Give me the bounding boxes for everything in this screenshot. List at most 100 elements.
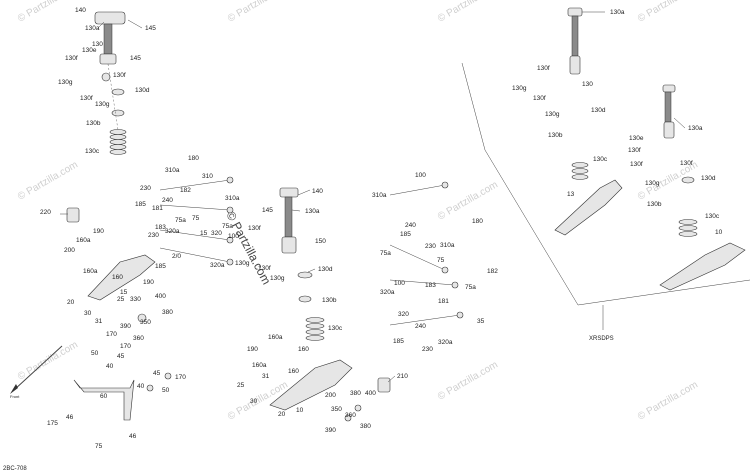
diagram-code: 2BC-708 xyxy=(3,466,27,472)
callout-label: 145 xyxy=(145,25,156,32)
callout-label: 320a xyxy=(165,228,180,235)
callout-label: 210 xyxy=(397,373,408,380)
callout-label: 145 xyxy=(130,55,141,62)
callout-label: 160a xyxy=(268,334,283,341)
callout-label: 130b xyxy=(86,120,101,127)
callout-label: 75 xyxy=(95,443,103,450)
callout-label: 320a xyxy=(210,262,225,269)
callout-label: 170 xyxy=(120,343,131,350)
callout-label: 170 xyxy=(106,331,117,338)
callout-label: 50 xyxy=(91,350,99,357)
callout-label: 46 xyxy=(66,414,74,421)
callout-label: 100 xyxy=(415,172,426,179)
callout-label: 130f xyxy=(680,160,693,167)
callout-label: 30 xyxy=(84,310,92,317)
callout-label: 230 xyxy=(422,346,433,353)
callout-label: 181 xyxy=(438,298,449,305)
callout-label: 130a xyxy=(305,208,320,215)
callout-label: 160 xyxy=(298,346,309,353)
callout-label: 50 xyxy=(162,387,170,394)
callout-label: 130f xyxy=(537,65,550,72)
callout-label: 130b xyxy=(322,297,337,304)
callout-label: 175 xyxy=(47,420,58,427)
callout-label: 182 xyxy=(180,187,191,194)
callout-label: 310a xyxy=(440,242,455,249)
callout-label: 140 xyxy=(75,7,86,14)
callout-label: 182 xyxy=(487,268,498,275)
callout-label: 390 xyxy=(120,323,131,330)
callout-label: 40 xyxy=(106,363,114,370)
callout-label: 360 xyxy=(345,412,356,419)
spring xyxy=(678,219,698,237)
shock-assembly-top-left xyxy=(94,11,127,155)
front-label: Front xyxy=(10,394,20,399)
callout-label: 130 xyxy=(582,81,593,88)
callout-label: 190 xyxy=(247,346,258,353)
spring xyxy=(305,317,325,341)
callout-label: 15 xyxy=(120,289,128,296)
callout-label: 130g xyxy=(545,111,560,118)
watermark-center: © Partzilla.com xyxy=(223,209,273,287)
suspension-center-right xyxy=(389,181,464,326)
callout-label: 130b xyxy=(647,201,662,208)
callout-label: 320 xyxy=(398,311,409,318)
callout-label: 240 xyxy=(162,197,173,204)
callout-label: 75a xyxy=(175,217,186,224)
callout-label: 310a xyxy=(225,195,240,202)
front-arrow: Front xyxy=(10,345,63,399)
callout-label: 130g xyxy=(270,275,285,282)
callout-label: 130f xyxy=(248,225,261,232)
callout-labels: 140 130a 145 130 130e 145 130f 130f 130g… xyxy=(40,7,723,450)
callout-label: 31 xyxy=(95,318,103,325)
callout-label: 46 xyxy=(129,433,137,440)
callout-label: 20 xyxy=(67,299,75,306)
callout-label: 140 xyxy=(312,188,323,195)
callout-label: 240 xyxy=(415,323,426,330)
spring xyxy=(571,162,589,180)
callout-label: 390 xyxy=(325,427,336,434)
callout-label: 130g xyxy=(645,180,660,187)
callout-label: 360 xyxy=(133,335,144,342)
watermark: © Partzilla.com xyxy=(436,359,500,402)
callout-label: 75a xyxy=(380,250,391,257)
callout-label: 130c xyxy=(85,148,100,155)
watermark: © Partzilla.com xyxy=(436,0,500,25)
callout-label: 200 xyxy=(325,392,336,399)
callout-label: 130g xyxy=(235,260,250,267)
callout-label: 320a xyxy=(438,339,453,346)
callout-label: 160 xyxy=(288,368,299,375)
callout-label: 30 xyxy=(250,398,258,405)
callout-label: 190 xyxy=(93,228,104,235)
callout-label: 230 xyxy=(148,232,159,239)
callout-label: 15 xyxy=(200,230,208,237)
callout-label: 2/0 xyxy=(172,253,181,260)
shock-assembly-center xyxy=(279,187,325,341)
callout-label: 130f xyxy=(630,161,643,168)
callout-label: 31 xyxy=(262,373,270,380)
callout-label: 145 xyxy=(262,207,273,214)
callout-label: 350 xyxy=(331,406,342,413)
suspension-left xyxy=(66,176,234,421)
callout-label: 130d xyxy=(701,175,716,182)
callout-label: 130b xyxy=(548,132,563,139)
callout-label: 130g xyxy=(58,79,73,86)
callout-label: 20 xyxy=(278,411,286,418)
callout-label: 40 xyxy=(137,383,145,390)
callout-label: 183 xyxy=(425,282,436,289)
callout-label: 230 xyxy=(425,243,436,250)
leader-lines xyxy=(60,11,686,383)
callout-label: 25 xyxy=(237,382,245,389)
callout-label: 130g xyxy=(512,85,527,92)
spring xyxy=(109,129,127,155)
callout-label: 130e xyxy=(82,47,97,54)
callout-label: 130c xyxy=(705,213,720,220)
callout-label: 75a xyxy=(465,284,476,291)
callout-label: 310a xyxy=(165,167,180,174)
callout-label: 320 xyxy=(211,230,222,237)
callout-label: 130 xyxy=(92,41,103,48)
callout-label: 170 xyxy=(175,374,186,381)
callout-label: 130f xyxy=(65,55,78,62)
callout-label: 75a xyxy=(222,223,233,230)
callout-label: 330 xyxy=(130,296,141,303)
callout-label: 130f xyxy=(628,147,641,154)
